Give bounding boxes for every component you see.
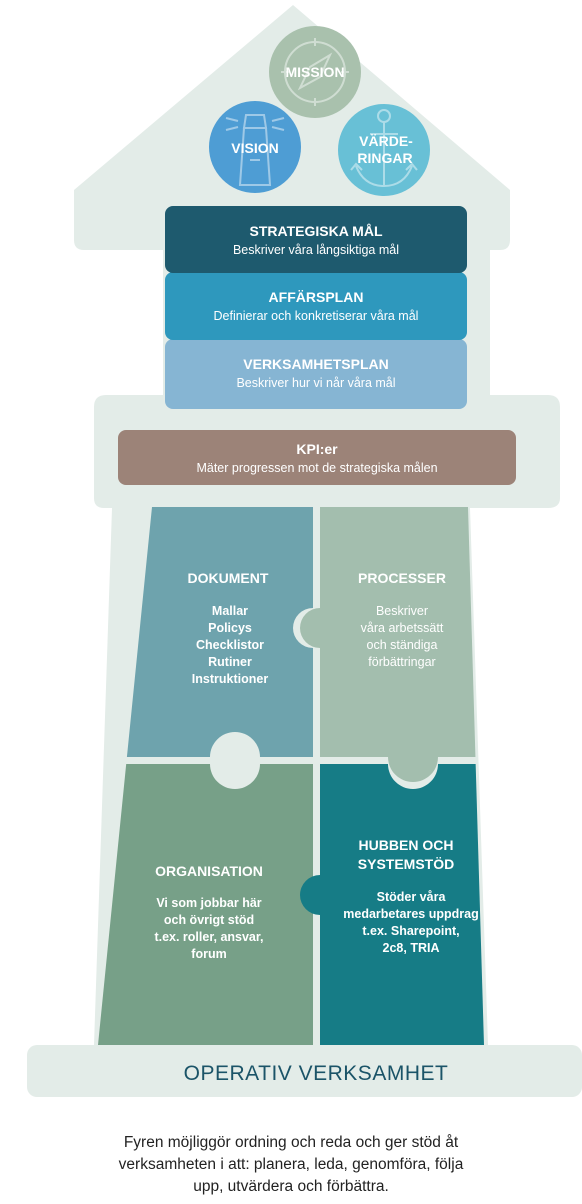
strategiska-bg	[165, 206, 467, 273]
mission-label: MISSION	[285, 64, 344, 80]
operativ-verksamhet-bar: OPERATIV VERKSAMHET	[27, 1045, 582, 1097]
vision-circle: VISION	[209, 101, 301, 193]
compass-icon	[281, 38, 349, 106]
lighthouse-diagram: MISSION VISION VÄRDE- RINGAR VERKS	[27, 5, 582, 1097]
puzzle-tower	[98, 507, 484, 1045]
anchor-icon	[350, 109, 418, 188]
verksamhetsplan-title: VERKSAMHETSPLAN	[243, 356, 388, 372]
kpi-subtitle: Mäter progressen mot de strategiska måle…	[196, 461, 437, 475]
varderingar-label-line1: VÄRDE-	[359, 133, 413, 149]
organisation-line: forum	[191, 947, 226, 961]
verksamhetsplan-subtitle: Beskriver hur vi når våra mål	[236, 376, 395, 390]
processer-title: PROCESSER	[358, 570, 446, 586]
strategiska-box: STRATEGISKA MÅL Beskriver våra långsikti…	[165, 206, 467, 273]
affarsplan-bg	[165, 272, 467, 340]
hubben-line: 2c8, TRIA	[383, 941, 440, 955]
hubben-title-line2: SYSTEMSTÖD	[358, 856, 454, 872]
hubben-line: medarbetares uppdrag	[343, 907, 478, 921]
hubben-line: Stöder våra	[377, 890, 447, 904]
affarsplan-box: AFFÄRSPLAN Definierar och konkretiserar …	[165, 272, 467, 340]
vision-label: VISION	[231, 140, 278, 156]
processer-line: och ständiga	[367, 638, 438, 652]
processer-line: våra arbetssätt	[361, 621, 444, 635]
organisation-piece	[98, 764, 313, 1045]
verksamhetsplan-bg	[165, 339, 467, 409]
dokument-line: Instruktioner	[192, 672, 269, 686]
caption: Fyren möjliggör ordning och reda och ger…	[60, 1132, 522, 1198]
operativ-label: OPERATIV VERKSAMHET	[184, 1062, 449, 1085]
dokument-title: DOKUMENT	[188, 570, 269, 586]
strategiska-title: STRATEGISKA MÅL	[250, 223, 383, 239]
mission-circle-bg	[269, 26, 361, 118]
hubben-text: HUBBEN OCH SYSTEMSTÖD Stöder våra medarb…	[343, 837, 478, 955]
hubben-piece	[300, 764, 484, 1045]
kpi-box: KPI:er Mäter progressen mot de strategis…	[118, 430, 516, 485]
processer-piece	[300, 507, 484, 782]
mission-circle: MISSION	[269, 26, 361, 118]
processer-line: förbättringar	[368, 655, 435, 669]
organisation-line: och övrigt stöd	[164, 913, 254, 927]
lighthouse-icon	[225, 114, 285, 186]
caption-line: Fyren möjliggör ordning och reda och ger…	[123, 1134, 459, 1151]
processer-text: PROCESSER Beskriver våra arbetssätt och …	[358, 570, 446, 669]
strategiska-subtitle: Beskriver våra långsiktiga mål	[233, 243, 399, 257]
dokument-line: Policys	[208, 621, 252, 635]
hubben-line: t.ex. Sharepoint,	[362, 924, 459, 938]
varderingar-label-line2: RINGAR	[357, 150, 412, 166]
kpi-title: KPI:er	[296, 441, 338, 457]
organisation-line: Vi som jobbar här	[156, 896, 261, 910]
affarsplan-subtitle: Definierar och konkretiserar våra mål	[214, 309, 419, 323]
caption-line: upp, utvärdera och förbättra.	[193, 1178, 389, 1195]
organisation-title: ORGANISATION	[155, 863, 263, 879]
varderingar-circle-bg	[338, 104, 430, 196]
dokument-text: DOKUMENT Mallar Policys Checklistor Ruti…	[188, 570, 269, 686]
hubben-title-line1: HUBBEN OCH	[359, 837, 454, 853]
dokument-line: Mallar	[212, 604, 248, 618]
vision-circle-bg	[209, 101, 301, 193]
caption-line: verksamheten i att: planera, leda, genom…	[118, 1156, 464, 1173]
dokument-piece	[98, 507, 313, 757]
dokument-line: Checklistor	[196, 638, 264, 652]
processer-line: Beskriver	[376, 604, 428, 618]
verksamhetsplan-box: VERKSAMHETSPLAN Beskriver hur vi når vår…	[165, 339, 467, 409]
kpi-bg	[118, 430, 516, 485]
organisation-line: t.ex. roller, ansvar,	[154, 930, 263, 944]
operativ-bg	[27, 1045, 582, 1097]
affarsplan-title: AFFÄRSPLAN	[269, 289, 364, 305]
varderingar-circle: VÄRDE- RINGAR	[338, 104, 430, 196]
dokument-line: Rutiner	[208, 655, 252, 669]
organisation-text: ORGANISATION Vi som jobbar här och övrig…	[154, 863, 263, 961]
